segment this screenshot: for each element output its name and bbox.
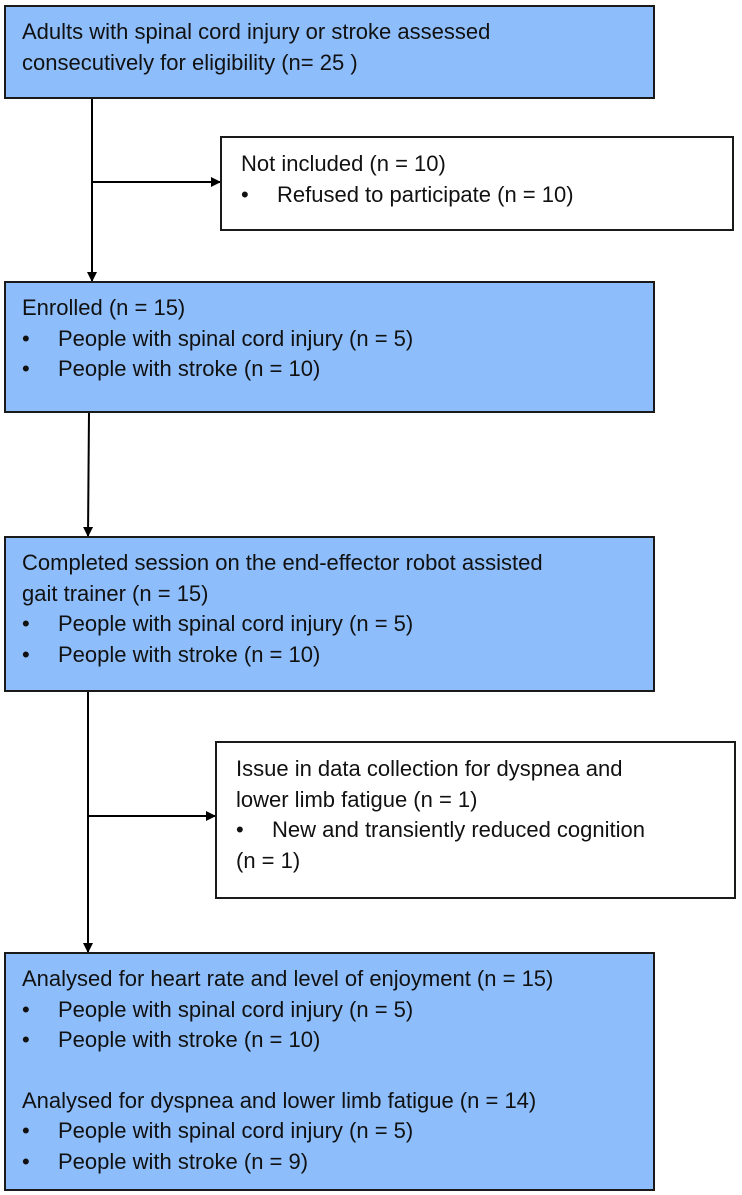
bullet-marker: • (22, 611, 30, 636)
analysed-box: Analysed for heart rate and level of enj… (4, 952, 655, 1191)
completed-item-2: People with stroke (n = 10) (58, 641, 321, 667)
bullet-marker: • (22, 1118, 30, 1143)
issue-heading-line-1: Issue in data collection for dyspnea and (236, 756, 623, 781)
bullet-marker: • (22, 1027, 30, 1052)
issue-box: Issue in data collection for dyspnea and… (215, 741, 736, 899)
completed-heading-line-2: gait trainer (n = 15) (22, 580, 209, 606)
list-item: • People with stroke (n = 9) (22, 1147, 637, 1178)
issue-item-line-2: (n = 1) (236, 847, 301, 873)
analysed-group2-item-2: People with stroke (n = 9) (58, 1148, 309, 1174)
assessed-box: Adults with spinal cord injury or stroke… (4, 5, 655, 99)
enrolled-box: Enrolled (n = 15) • People with spinal c… (4, 281, 655, 413)
analysed-group1-heading: Analysed for heart rate and level of enj… (22, 966, 554, 991)
list-item: • People with spinal cord injury (n = 5) (22, 995, 637, 1026)
assessed-line-1: Adults with spinal cord injury or stroke… (22, 19, 491, 44)
not-included-box: Not included (n = 10) • Refused to parti… (220, 136, 734, 231)
bullet-marker: • (236, 817, 244, 842)
not-included-heading: Not included (n = 10) (241, 151, 446, 176)
list-item: • People with spinal cord injury (n = 5) (22, 609, 637, 640)
completed-item-1: People with spinal cord injury (n = 5) (58, 611, 414, 636)
list-item: • New and transiently reduced cognition (236, 815, 718, 846)
assessed-line-2: consecutively for eligibility (n= 25 ) (22, 49, 358, 75)
enrolled-item-2: People with stroke (n = 10) (58, 356, 321, 381)
enrolled-heading: Enrolled (n = 15) (22, 295, 186, 320)
completed-heading-line-1: Completed session on the end-effector ro… (22, 550, 543, 575)
analysed-group2-item-1: People with spinal cord injury (n = 5) (58, 1118, 414, 1143)
group-spacer (22, 1056, 637, 1086)
list-item: • People with spinal cord injury (n = 5) (22, 324, 637, 355)
list-item: • People with stroke (n = 10) (22, 1025, 637, 1056)
bullet-marker: • (22, 356, 30, 381)
analysed-group1-item-1: People with spinal cord injury (n = 5) (58, 996, 414, 1022)
list-item: • People with spinal cord injury (n = 5) (22, 1116, 637, 1147)
bullet-marker: • (22, 641, 30, 667)
bullet-marker: • (22, 996, 30, 1022)
completed-box: Completed session on the end-effector ro… (4, 536, 655, 692)
list-item: • People with stroke (n = 10) (22, 640, 637, 671)
issue-heading-line-2: lower limb fatigue (n = 1) (236, 786, 478, 812)
bullet-marker: • (22, 325, 30, 351)
issue-item-line-1: New and transiently reduced cognition (272, 817, 646, 842)
list-item: • People with stroke (n = 10) (22, 354, 637, 385)
enrolled-item-1: People with spinal cord injury (n = 5) (58, 325, 414, 351)
list-item: • Refused to participate (n = 10) (241, 180, 716, 211)
analysed-group2-heading: Analysed for dyspnea and lower limb fati… (22, 1087, 537, 1113)
arrow-enrolled-to-completed (83, 411, 94, 537)
not-included-item-1: Refused to participate (n = 10) (277, 181, 574, 207)
bullet-marker: • (241, 181, 249, 207)
analysed-group1-item-2: People with stroke (n = 10) (58, 1027, 321, 1052)
bullet-marker: • (22, 1148, 30, 1174)
